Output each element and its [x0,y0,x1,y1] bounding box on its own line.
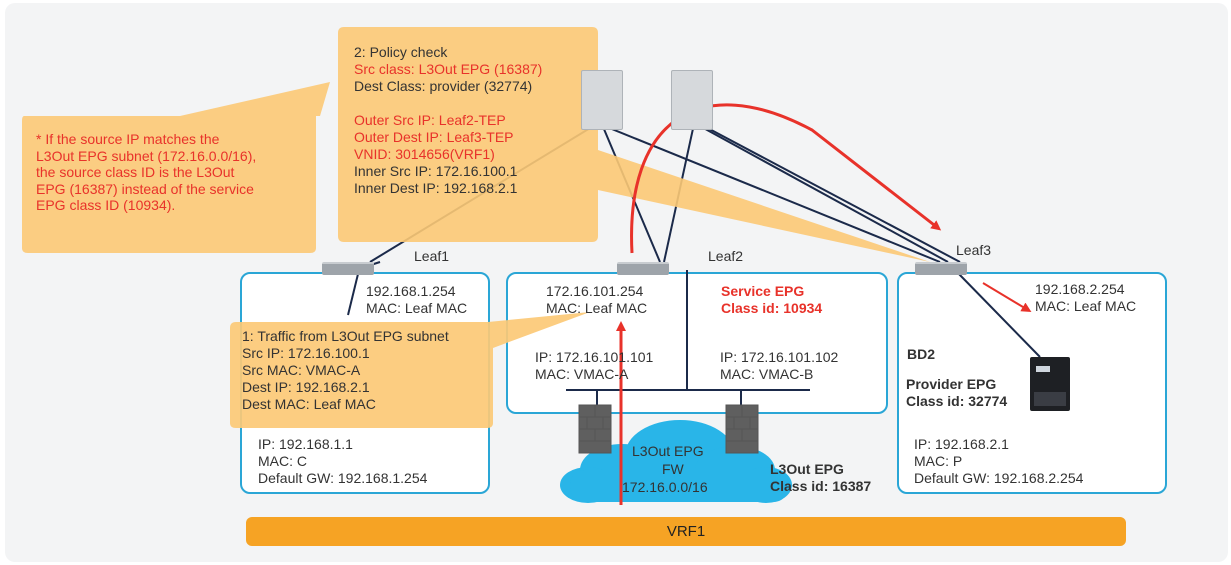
right-gw-ip: 192.168.2.254 [1035,281,1125,297]
leaf-switch-icon [915,262,967,275]
left-host-mac: MAC: C [258,453,307,469]
traffic-src-mac: Src MAC: VMAC-A [242,362,361,378]
fw-b-ip: IP: 172.16.101.102 [720,349,839,365]
policy-vnid: VNID: 3014656(VRF1) [354,146,495,162]
vrf-label: VRF1 [666,523,706,540]
l3out-class-id: Class id: 16387 [770,478,872,494]
traffic-dest-mac: Dest MAC: Leaf MAC [242,396,376,412]
callout-note-text: * If the source IP matches the L3Out EPG… [36,131,257,213]
cloud-label-3: 172.16.0.0/16 [622,479,708,495]
bd2-label: BD2 [907,346,936,362]
left-gw-mac: MAC: Leaf MAC [366,300,468,316]
traffic-title: 1: Traffic from L3Out EPG subnet [242,328,449,344]
firewall-icon [725,404,759,454]
traffic-text: 1: Traffic from L3Out EPG subnet Src IP:… [242,328,449,413]
spine-switch-icon [581,70,623,130]
server-icon [1030,357,1070,411]
right-host-ip: IP: 192.168.2.1 [914,436,1009,452]
vrf-bar: VRF1 [246,517,1126,546]
traffic-src-ip: Src IP: 172.16.100.1 [242,345,370,361]
policy-title: 2: Policy check [354,44,448,60]
spine-switch-icon [671,70,713,130]
right-gw-mac: MAC: Leaf MAC [1035,298,1137,314]
cloud-label-2: FW [662,461,684,477]
left-host-ip: IP: 192.168.1.1 [258,436,353,452]
middle-gw-mac: MAC: Leaf MAC [546,300,648,316]
fw-a-mac: MAC: VMAC-A [535,366,629,382]
fw-a-ip: IP: 172.16.101.101 [535,349,654,365]
provider-class-id: Class id: 32774 [906,393,1008,409]
leaf1-label: Leaf1 [414,248,450,264]
policy-check-text: 2: Policy check Src class: L3Out EPG (16… [354,44,542,197]
provider-epg-label: Provider EPG [906,376,997,392]
firewall-icon [578,404,612,454]
leaf-switch-icon [617,262,669,275]
policy-dest-class: Dest Class: provider (32774) [354,78,533,94]
l3out-epg-label: L3Out EPG [770,461,844,477]
fw-b-mac: MAC: VMAC-B [720,366,814,382]
left-host-gw: Default GW: 192.168.1.254 [258,470,428,486]
right-host-mac: MAC: P [914,453,963,469]
policy-src-class: Src class: L3Out EPG (16387) [354,61,543,77]
cloud-label-1: L3Out EPG [632,443,704,459]
leaf3-label: Leaf3 [956,242,992,258]
right-host-gw: Default GW: 192.168.2.254 [914,470,1084,486]
policy-inner-src: Inner Src IP: 172.16.100.1 [354,163,518,179]
callout-policy-shape [338,27,930,262]
callout-traffic-shape [230,312,590,428]
l3out-cloud [560,420,792,503]
service-class-id: Class id: 10934 [721,300,823,316]
policy-outer-dest: Outer Dest IP: Leaf3-TEP [354,129,514,145]
traffic-dest-ip: Dest IP: 192.168.2.1 [242,379,370,395]
policy-outer-src: Outer Src IP: Leaf2-TEP [354,112,506,128]
policy-inner-dest: Inner Dest IP: 192.168.2.1 [354,180,518,196]
middle-gw-ip: 172.16.101.254 [546,283,644,299]
left-gw-ip: 192.168.1.254 [366,283,456,299]
leaf-switch-icon [322,262,374,275]
service-epg-label: Service EPG [721,283,805,299]
leaf2-label: Leaf2 [708,248,744,264]
callout-note-shape [22,82,330,253]
